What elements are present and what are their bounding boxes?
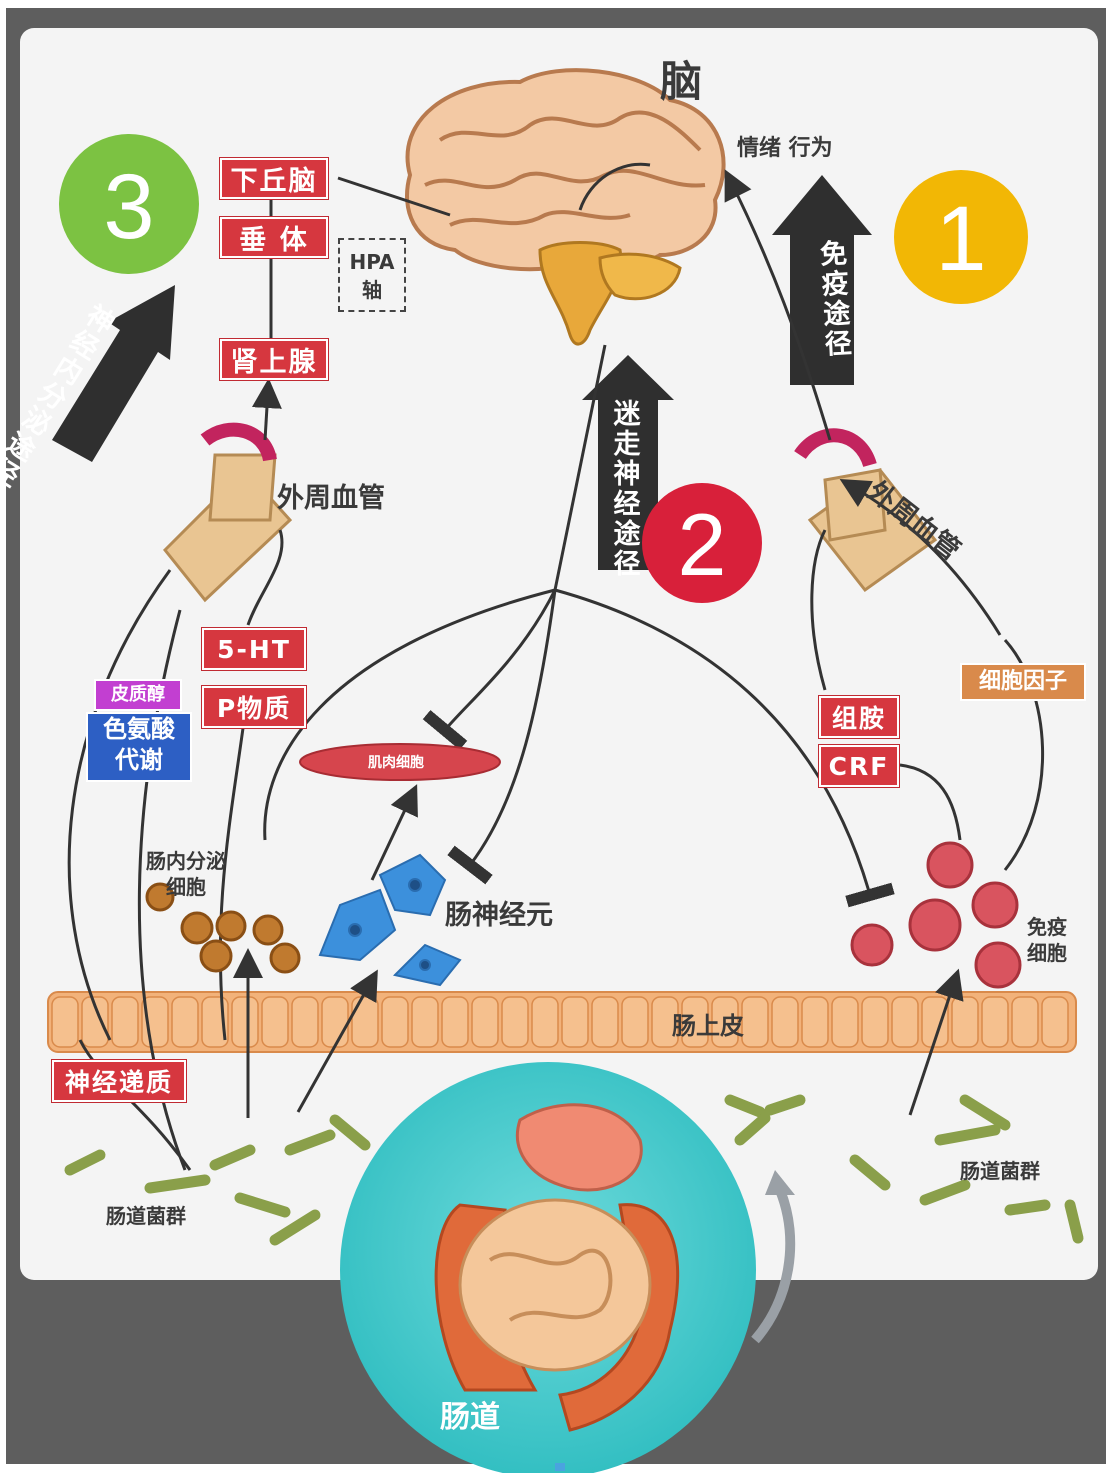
pathway-3-number: 3	[103, 156, 154, 258]
epithelial-cell	[382, 997, 408, 1047]
epithelial-cell	[562, 997, 588, 1047]
neurotransmitter-box: 神经递质	[52, 1060, 186, 1102]
muscle-cell-label: 肌肉细胞	[336, 752, 456, 772]
epithelial-cell	[172, 997, 198, 1047]
emotion-behavior-label: 情绪 行为	[737, 130, 833, 162]
left-vessel-label: 外周血管	[277, 476, 385, 515]
epithelium-band	[48, 992, 1076, 1052]
adrenal-box: 肾上腺	[220, 339, 328, 380]
hypothalamus-box: 下丘脑	[220, 158, 328, 199]
epithelial-cell	[772, 997, 798, 1047]
gut-illustration	[340, 1062, 795, 1473]
epithelial-cell	[532, 997, 558, 1047]
right-microbiota-label: 肠道菌群	[960, 1155, 1040, 1184]
immune-pathway-label: 免疫途径	[818, 239, 854, 360]
pathway-1-number: 1	[935, 188, 986, 290]
epithelial-cell	[832, 997, 858, 1047]
epithelial-cell	[952, 997, 978, 1047]
epithelial-cell	[262, 997, 288, 1047]
epithelial-cell	[352, 997, 378, 1047]
epithelial-cell	[292, 997, 318, 1047]
epithelial-cell	[592, 997, 618, 1047]
substance-p-box: P物质	[202, 686, 306, 728]
cytokine-box: 细胞因子	[960, 663, 1086, 701]
serotonin-box: 5-HT	[202, 628, 306, 670]
epithelial-cell	[802, 997, 828, 1047]
brain-illustration	[407, 70, 724, 344]
epithelial-cell	[412, 997, 438, 1047]
epithelial-cell	[112, 997, 138, 1047]
pituitary-box: 垂 体	[220, 217, 328, 258]
immune-cells	[852, 843, 1020, 987]
immune-cells-label: 免疫 细胞	[1027, 914, 1067, 966]
brain-title: 脑	[660, 48, 702, 109]
pathway-2-badge: 2	[642, 483, 762, 603]
epithelial-cell	[322, 997, 348, 1047]
cortisol-badge: 皮质醇	[94, 679, 182, 711]
pathway-1-badge: 1	[894, 170, 1028, 304]
epithelial-cell	[982, 997, 1008, 1047]
enteric-neuron-label: 肠神经元	[445, 893, 553, 932]
epithelial-cell	[862, 997, 888, 1047]
epithelial-cell	[442, 997, 468, 1047]
gut-label: 肠道	[440, 1392, 500, 1436]
epithelial-cell	[472, 997, 498, 1047]
histamine-box: 组胺	[819, 696, 899, 738]
hpa-axis-label: HPA 轴	[338, 238, 406, 312]
epithelial-cell	[52, 997, 78, 1047]
epithelial-cell	[1042, 997, 1068, 1047]
crf-box: CRF	[819, 745, 899, 787]
epithelial-cell	[1012, 997, 1038, 1047]
enteric-neurons	[320, 855, 460, 985]
enteroendocrine-label: 肠内分泌 细胞	[146, 848, 226, 900]
epithelial-cell	[502, 997, 528, 1047]
epithelial-cell	[742, 997, 768, 1047]
epithelial-cell	[622, 997, 648, 1047]
pathway-3-badge: 3	[59, 134, 199, 274]
bottom-marker	[555, 1463, 565, 1471]
epithelial-cell	[232, 997, 258, 1047]
vagus-pathway-label: 迷走神经途径	[612, 400, 642, 580]
tryptophan-metabolism-box: 色氨酸 代谢	[86, 712, 192, 782]
pathway-2-number: 2	[678, 495, 727, 594]
left-microbiota-label: 肠道菌群	[106, 1200, 186, 1229]
epithelial-cell	[892, 997, 918, 1047]
epithelium-label: 肠上皮	[672, 1006, 744, 1041]
